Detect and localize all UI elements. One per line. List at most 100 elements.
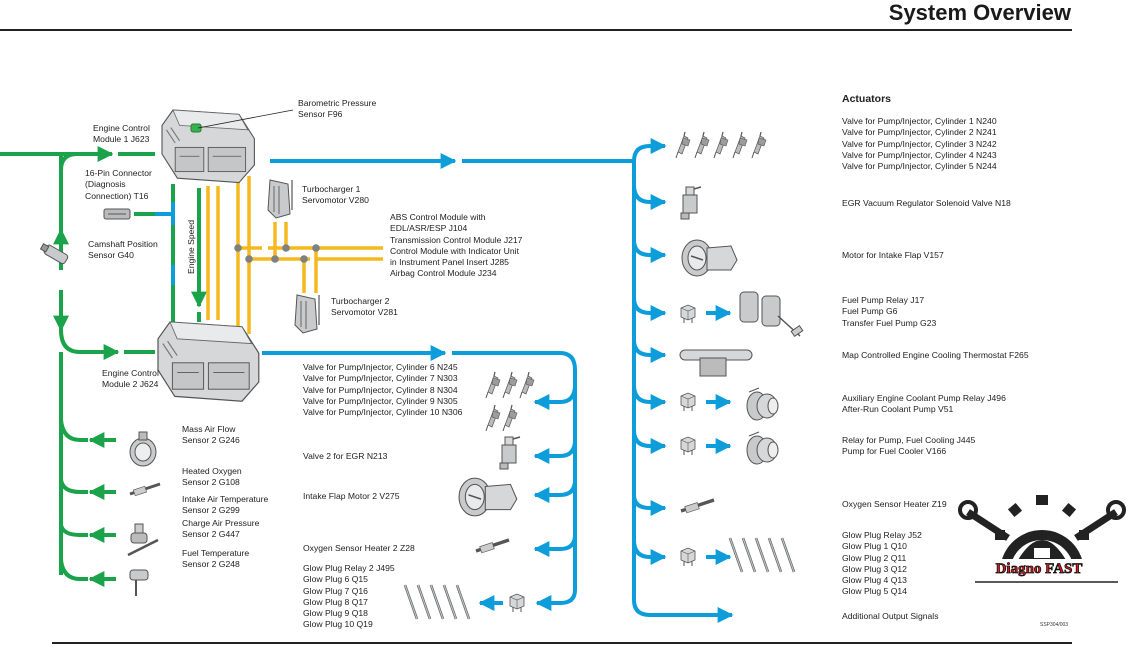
ecm2-line: Engine Control: [102, 368, 159, 378]
baro-leader: [197, 109, 294, 129]
fuel-cooling-relay-icon: [680, 436, 696, 456]
injector-line: Valve for Pump/Injector, Cylinder 1 N240: [842, 116, 997, 126]
sensor-line: Sensor 2 G248: [182, 559, 240, 570]
additional-outputs-label: Additional Output Signals: [842, 611, 939, 621]
turbo2-label: Turbocharger 2 Servomotor V281: [331, 296, 398, 319]
o2-heater-2-icon: [474, 538, 511, 555]
coolant-line: After-Run Coolant Pump V51: [842, 404, 954, 415]
injector-line: Valve for Pump/Injector, Cylinder 4 N243: [842, 149, 997, 160]
output-signal-lines: [262, 138, 734, 623]
o2-heater-2-label: Oxygen Sensor Heater 2 Z28: [303, 543, 415, 553]
camshaft-sensor-icon: [39, 243, 69, 265]
turbo2-line: Servomotor V281: [331, 307, 398, 318]
engine-speed-label: Engine Speed: [186, 220, 196, 274]
glow-line: Glow Plug Relay J52: [842, 530, 922, 540]
coolant-relay-icon: [680, 392, 696, 412]
ecm2-line: Module 2 J624: [102, 379, 159, 390]
turbo1-icon: [267, 179, 293, 219]
injector-line: Valve for Pump/Injector, Cylinder 5 N244: [842, 161, 997, 172]
injectors-bank2-label: Valve for Pump/Injector, Cylinder 6 N245…: [303, 362, 462, 418]
fuel-pump-icon: [739, 291, 804, 338]
injectors-bank1-label: Valve for Pump/Injector, Cylinder 1 N240…: [842, 116, 997, 172]
input-signal-lines: [0, 146, 207, 587]
can-module-line: Transmission Control Module J217: [390, 234, 523, 245]
fuel-pump-relay-icon: [680, 304, 696, 324]
egr-valve-icon: [680, 186, 702, 220]
injectors-bank1-icon: [675, 131, 767, 159]
sensor-line: Fuel Temperature: [182, 548, 250, 558]
intake-flap-motor-2-icon: [458, 477, 518, 517]
baro-line: Barometric Pressure: [298, 98, 377, 108]
cam-line: Sensor G40: [88, 250, 134, 261]
maf-sensor-2-label: Mass Air Flow Sensor 2 G246: [182, 424, 240, 447]
can-module-line: ABS Control Module with: [390, 212, 486, 222]
header-rule: [0, 29, 1072, 31]
sensor-line: Sensor 2 G447: [182, 529, 240, 540]
diag-connector-label: 16-Pin Connector (Diagnosis Connection) …: [85, 168, 152, 202]
fuel-pump-line: Fuel Pump Relay J17: [842, 295, 925, 305]
can-module-line: EDL/ASR/ESP J104: [390, 223, 468, 234]
baro-sensor-label: Barometric Pressure Sensor F96: [298, 98, 376, 121]
sensor-line: Sensor 2 G246: [182, 435, 240, 446]
fuel-pump-line: Fuel Pump G6: [842, 306, 898, 317]
glow-line: Glow Plug 5 Q14: [842, 586, 907, 597]
charge-air-sensor-2-label: Charge Air Pressure Sensor 2 G447: [182, 518, 259, 541]
glow-line: Glow Plug 4 Q13: [842, 575, 907, 586]
fuel-cooler-pump-icon: [746, 431, 779, 465]
diag-connector-icon: [103, 208, 131, 220]
injector-line: Valve for Pump/Injector, Cylinder 7 N303: [303, 373, 458, 384]
ecm1-line: Engine Control: [93, 123, 150, 133]
intake-flap-motor-2-label: Intake Flap Motor 2 V275: [303, 491, 400, 501]
diag-bus-blue: [155, 202, 175, 285]
glow-line: Glow Plug 10 Q19: [303, 619, 373, 630]
coolant-line: Auxiliary Engine Coolant Pump Relay J496: [842, 393, 1006, 403]
baro-line: Sensor F96: [298, 109, 343, 120]
cam-line: Camshaft Position: [88, 239, 158, 249]
sensor-line: Sensor 2 G108: [182, 477, 240, 488]
glow-line: Glow Plug 3 Q12: [842, 563, 907, 574]
fuel-cooling-line: Pump for Fuel Cooler V166: [842, 446, 947, 457]
turbo2-icon: [294, 294, 320, 334]
glow-line: Glow Plug 8 Q17: [303, 596, 368, 607]
glow-line: Glow Plug Relay 2 J495: [303, 563, 395, 573]
injector-line: Valve for Pump/Injector, Cylinder 8 N304: [303, 384, 458, 395]
intake-flap-motor-icon: [681, 239, 738, 277]
glow-line: Glow Plug 2 Q11: [842, 552, 907, 563]
ecm1-label: Engine Control Module 1 J623: [93, 123, 150, 146]
logo-text: Diagno FAST: [996, 561, 1083, 577]
can-module-line: in Instrument Panel Insert J285: [390, 257, 509, 268]
thermostat-label: Map Controlled Engine Cooling Thermostat…: [842, 350, 1029, 360]
can-modules-label: ABS Control Module with EDL/ASR/ESP J104…: [390, 212, 522, 280]
turbo2-line: Turbocharger 2: [331, 296, 390, 306]
glow-line: Glow Plug 7 Q16: [303, 585, 368, 596]
can-module-line: Control Module with Indicator Unit: [390, 245, 519, 256]
coolant-pump-icon: [746, 387, 779, 421]
injector-line: Valve for Pump/Injector, Cylinder 6 N245: [303, 362, 458, 372]
egr-valve-2-icon: [499, 436, 521, 470]
glow-line: Glow Plug 1 Q10: [842, 541, 907, 552]
thermostat-icon: [679, 349, 753, 377]
egr-valve-2-label: Valve 2 for EGR N213: [303, 451, 388, 461]
coolant-pump-label: Auxiliary Engine Coolant Pump Relay J496…: [842, 393, 1006, 416]
glow-line: Glow Plug 6 Q15: [303, 574, 368, 585]
fuel-pump-label: Fuel Pump Relay J17 Fuel Pump G6 Transfe…: [842, 295, 936, 329]
glow-plugs-bank2-icon: [403, 583, 471, 621]
iat-sensor-2-label: Intake Air Temperature Sensor 2 G299: [182, 494, 268, 517]
sensor-line: Mass Air Flow: [182, 424, 236, 434]
sensor-line: Heated Oxygen: [182, 466, 242, 476]
charge-air-sensor-icon: [127, 523, 159, 557]
sensor-line: Sensor 2 G299: [182, 505, 240, 516]
diag-line: 16-Pin Connector: [85, 168, 152, 178]
fuel-temp-sensor-2-icon: [129, 569, 149, 596]
actuators-heading: Actuators: [842, 93, 892, 105]
injector-line: Valve for Pump/Injector, Cylinder 2 N241: [842, 127, 997, 138]
fuel-cooling-label: Relay for Pump, Fuel Cooling J445 Pump f…: [842, 435, 975, 458]
maf-sensor-2-icon: [129, 431, 157, 467]
injector-line: Valve for Pump/Injector, Cylinder 10 N30…: [303, 407, 463, 418]
fuel-cooling-line: Relay for Pump, Fuel Cooling J445: [842, 435, 976, 445]
o2-heater-label: Oxygen Sensor Heater Z19: [842, 499, 947, 509]
figure-reference: SSP304/003: [1040, 622, 1069, 628]
turbo1-line: Servomotor V280: [302, 195, 369, 206]
glow-bank1-label: Glow Plug Relay J52 Glow Plug 1 Q10 Glow…: [842, 530, 922, 598]
glow-relay-2-icon: [509, 593, 525, 613]
